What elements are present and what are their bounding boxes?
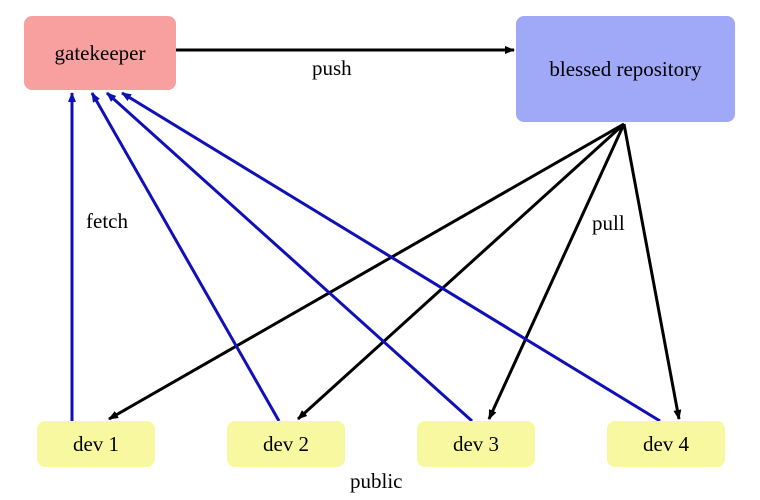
fetch-arrow-dev2-to-gatekeeper — [90, 92, 281, 422]
dev-3-label: dev 3 — [452, 431, 500, 456]
dev-1-label: dev 1 — [72, 431, 120, 456]
pull-edge-label: pull — [592, 211, 625, 235]
pull-arrow-blessed-to-dev2 — [296, 122, 626, 421]
fetch-arrow-dev3-to-gatekeeper — [105, 91, 474, 423]
dev-1-node: dev 1 — [37, 421, 155, 467]
push-edge-label: push — [312, 56, 352, 80]
gatekeeper-node: gatekeeper — [24, 16, 176, 90]
pull-arrow-blessed-to-dev3 — [487, 123, 626, 420]
public-label: public — [350, 469, 403, 493]
pull-arrow-blessed-to-dev1 — [108, 122, 625, 421]
fetch-edge-label: fetch — [86, 209, 128, 233]
pull-arrow-blessed-to-dev4 — [622, 123, 682, 420]
gatekeeper-label: gatekeeper — [54, 40, 146, 65]
dev-3-node: dev 3 — [417, 421, 535, 467]
dev-2-label: dev 2 — [262, 431, 310, 456]
dev-4-node: dev 4 — [607, 421, 725, 467]
blessed-repository-label: blessed repository — [549, 56, 702, 81]
dev-4-label: dev 4 — [642, 431, 690, 456]
fetch-arrow-dev4-to-gatekeeper — [121, 91, 661, 423]
blessed-repository-node: blessed repository — [516, 16, 735, 122]
dev-2-node: dev 2 — [227, 421, 345, 467]
